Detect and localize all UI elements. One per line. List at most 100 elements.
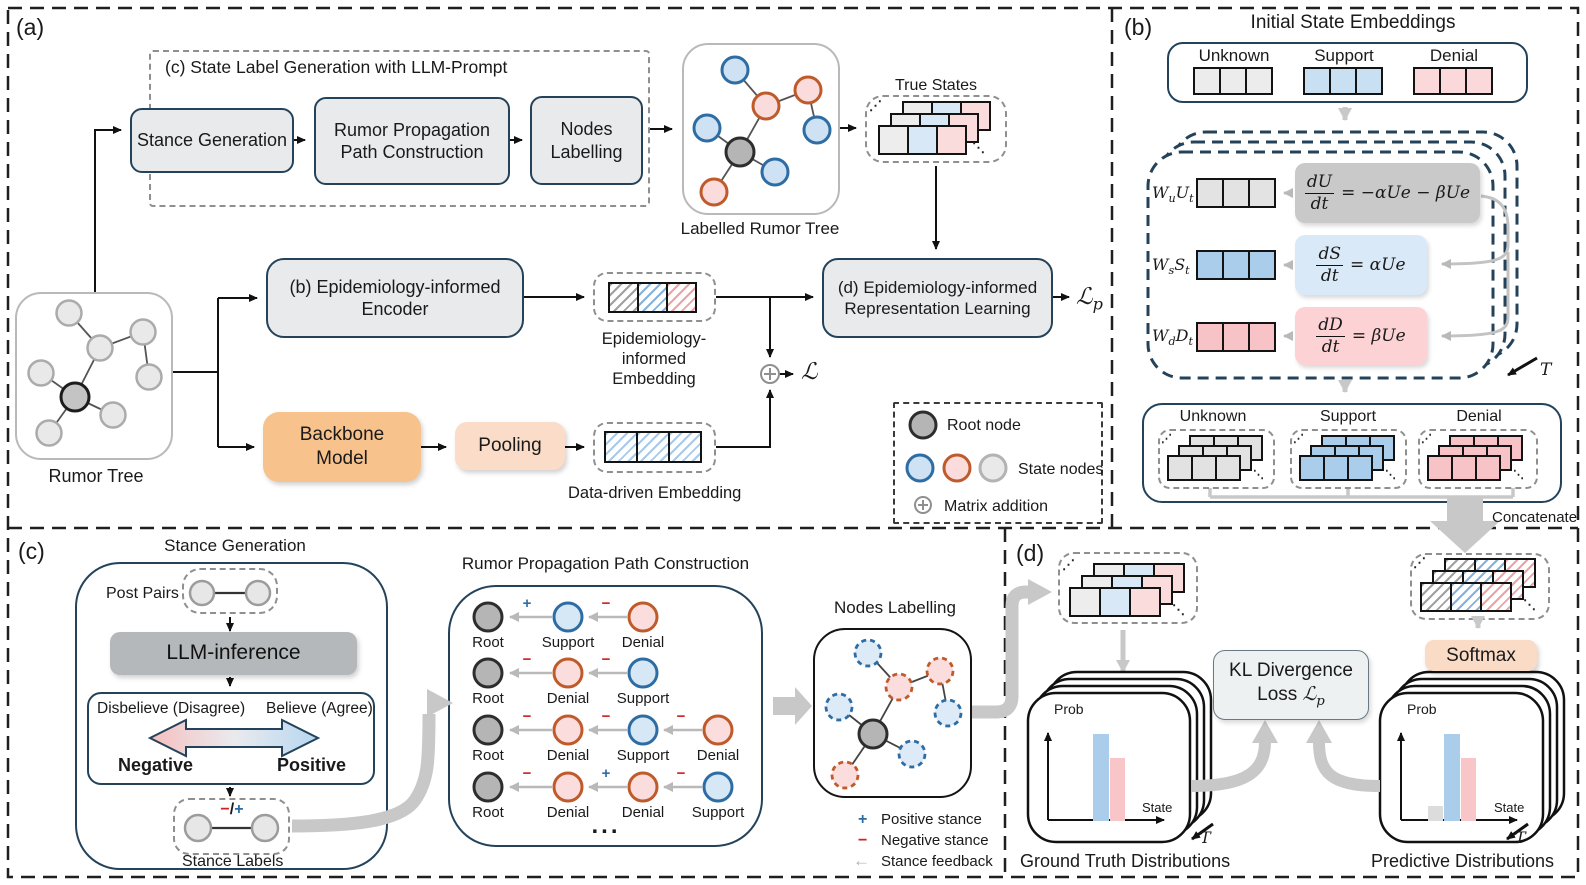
panel-b-graphics <box>1146 107 1538 553</box>
legend-positive-sym: + <box>858 811 868 828</box>
legend-state-label: State nodes <box>1018 461 1104 478</box>
softmax-box: Softmax <box>1425 640 1537 671</box>
path-node-label: Root <box>472 690 504 707</box>
initial-states-title: Initial State Embeddings <box>1250 12 1456 33</box>
nodes-labelling-box-a: Nodes Labelling <box>530 96 643 185</box>
dots-icon: ⋱ <box>1253 469 1264 481</box>
panel-borders <box>6 6 1580 879</box>
ground-truth-label: Ground Truth Distributions <box>1020 851 1231 871</box>
post-pairs-label: Post Pairs <box>106 585 179 602</box>
time-label-b: T <box>1540 360 1552 380</box>
path-sign: − <box>522 708 532 725</box>
pred-to-kl-curve <box>1313 741 1381 792</box>
epi-embedding-cells <box>608 282 697 313</box>
nodes-labelling-network <box>824 638 963 790</box>
path-sign: + <box>522 595 532 612</box>
top-state-support: Support <box>1314 46 1374 65</box>
path-sign: − <box>601 651 611 668</box>
path-node-label: Support <box>691 804 745 821</box>
st-cells <box>1196 250 1276 280</box>
top-state-denial: Denial <box>1429 46 1479 65</box>
panel-d-label: (d) <box>1016 540 1045 566</box>
labelled-rumor-tree-frame <box>682 43 840 215</box>
true-states-dashed-box <box>865 95 1007 163</box>
legend-node-icons <box>905 410 1008 483</box>
nodes-labelling-box <box>813 628 972 798</box>
concatenate-label: Concatenate <box>1492 509 1578 526</box>
legend-feedback-sym: ← <box>853 851 870 870</box>
path-node-label: Root <box>472 747 504 764</box>
pred-bar-unknown <box>1428 806 1443 821</box>
data-embedding-label: Data-driven Embedding <box>568 484 742 502</box>
gt-plot-stack <box>1026 670 1213 844</box>
softmax-label: Softmax <box>1446 644 1516 666</box>
panel-b-label: (b) <box>1124 14 1153 40</box>
bottom-state-support: Support <box>1319 408 1377 425</box>
pooling-label: Pooling <box>478 435 542 457</box>
dots-icon: ⋰ <box>1293 433 1304 445</box>
rumor-tree-label: Rumor Tree <box>48 466 144 486</box>
bottom-state-denial: Denial <box>1456 408 1502 425</box>
encoder-label: (b) Epidemiology-informed Encoder <box>289 276 501 320</box>
legend-positive-label: Positive stance <box>881 811 982 828</box>
pred-cards-dashed-box <box>1410 553 1550 620</box>
path-node-label: Root <box>472 634 504 651</box>
root-node-icon <box>908 410 938 440</box>
dots-icon: ⋱ <box>1513 469 1524 481</box>
stance-generation-title: Stance Generation <box>164 536 306 555</box>
backbone-model-box: Backbone Model <box>263 412 421 482</box>
gt-to-kl-curve <box>1191 741 1271 792</box>
path-node-label: Support <box>616 747 670 764</box>
matrix-addition-icon <box>760 364 932 514</box>
path-node-label: Denial <box>546 804 590 821</box>
path-ellipsis: ... <box>591 812 621 839</box>
dots-icon: ⋱ <box>1385 469 1396 481</box>
true-states-label: True States <box>894 77 978 94</box>
data-embedding-dashed-box <box>593 422 716 473</box>
pred-plot-stack <box>1378 670 1566 844</box>
path-node-label: Denial <box>621 804 665 821</box>
rppc-title-c: Rumor Propagation Path Construction <box>461 554 750 573</box>
path-construction-box <box>448 585 763 847</box>
epi-embedding-dashed-box <box>593 272 716 322</box>
pred-plot-axes <box>1397 732 1518 824</box>
state-stacks-box <box>1142 403 1562 503</box>
panel-d-graphics <box>1026 616 1566 844</box>
ut-cells <box>1196 178 1276 208</box>
legend-negative-sym: − <box>858 832 868 849</box>
llm-prompt-box-title: (c) State Label Generation with LLM-Prom… <box>165 57 508 77</box>
top-state-unknown: Unknown <box>1198 46 1270 65</box>
path-sign: + <box>601 765 611 782</box>
stance-generation-outer-box <box>75 562 388 870</box>
path-node-label: Denial <box>696 747 740 764</box>
pred-bar-support <box>1444 734 1460 821</box>
stance-generation-label: Stance Generation <box>136 130 288 151</box>
llm-prompt-dashed-box <box>149 50 650 207</box>
legend-root-label: Root node <box>947 417 1021 434</box>
panel-c-graphics <box>147 579 1052 843</box>
denial-node-icon <box>942 453 972 483</box>
encoder-box: (b) Epidemiology-informed Encoder <box>266 258 524 338</box>
unknown-cells <box>1193 67 1273 95</box>
believe-label: Believe (Agree) <box>266 700 373 717</box>
pooling-box: Pooling <box>455 422 565 470</box>
path-node-label: Support <box>541 634 595 651</box>
unknown-stack-dashed <box>1158 429 1275 489</box>
gt-bar-denial <box>1110 758 1125 821</box>
repr-learning-label: (d) Epidemiology-informed Representation… <box>837 277 1038 318</box>
belief-scale-box <box>87 692 375 785</box>
bottom-state-unknown: Unknown <box>1179 408 1247 425</box>
rppc-label: Rumor Propagation Path Construction <box>333 119 491 163</box>
belief-gradient-arrow <box>147 718 321 758</box>
path-sign: − <box>522 651 532 668</box>
gt-plot-axes <box>1044 732 1165 824</box>
data-embedding-cells <box>604 431 702 463</box>
path-node-label: Support <box>616 690 670 707</box>
stance-labels-label: Stance Labels <box>182 853 284 870</box>
dots-icon: ⋱ <box>1523 597 1536 612</box>
path-row-arrows <box>509 612 702 792</box>
initial-states-box <box>1167 42 1528 103</box>
